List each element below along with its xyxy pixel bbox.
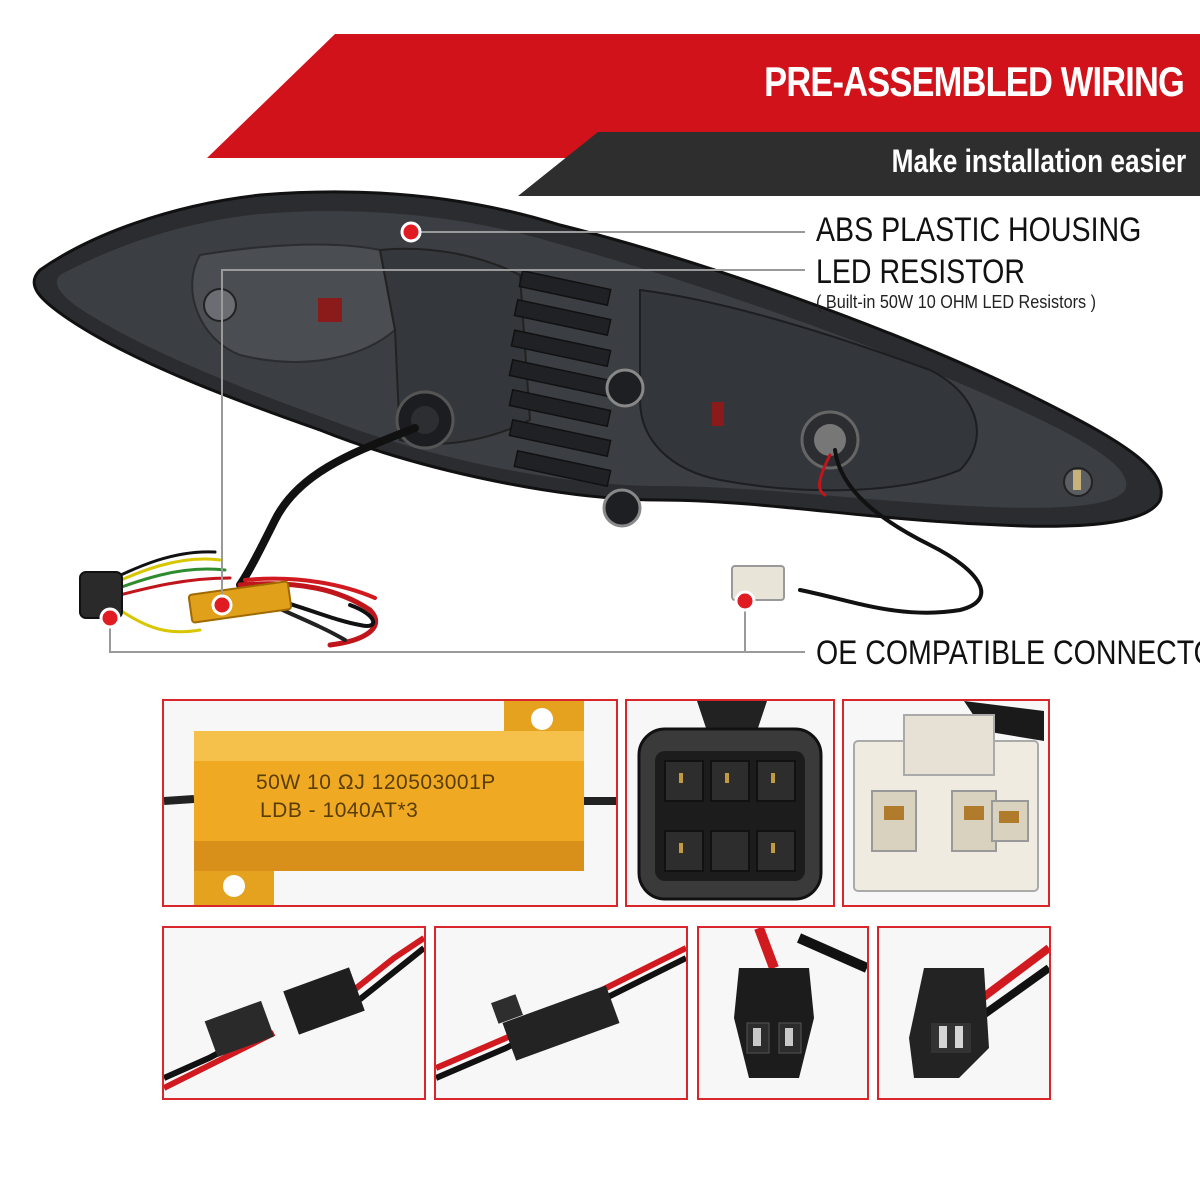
panel-led-resistor: 50W 10 ΩJ 120503001P LDB - 1040AT*3 bbox=[162, 699, 618, 907]
harness-resistor bbox=[187, 580, 293, 624]
callout-lines bbox=[109, 231, 805, 653]
panel-plug-pair-joined bbox=[434, 926, 688, 1100]
callout-resistor-note: ( Built-in 50W 10 OHM LED Resistors ) bbox=[816, 292, 1096, 312]
mounting-bolts bbox=[602, 368, 645, 528]
resistor-label-line2: LDB - 1040AT*3 bbox=[260, 799, 418, 822]
panel-plug-pair-separated bbox=[162, 926, 426, 1100]
panel-plug-male bbox=[877, 926, 1051, 1100]
red-banner bbox=[207, 34, 1200, 158]
page-title: PRE-ASSEMBLED WIRING bbox=[764, 58, 1185, 105]
callout-dots bbox=[99, 221, 756, 629]
connector-dot-right bbox=[734, 590, 756, 612]
panel-oe-connector-black bbox=[625, 699, 835, 907]
tail-light-illustration bbox=[32, 190, 1163, 653]
callout-connectors: OE COMPATIBLE CONNECTORS bbox=[816, 634, 1200, 672]
resistor-label-line1: 50W 10 ΩJ 120503001P bbox=[256, 771, 496, 794]
heat-fins bbox=[508, 269, 612, 488]
resistor-dot bbox=[211, 594, 233, 616]
dark-banner bbox=[518, 132, 1200, 196]
housing-dot bbox=[400, 221, 422, 243]
callout-housing: ABS PLASTIC HOUSING bbox=[816, 211, 1142, 249]
page-subtitle: Make installation easier bbox=[891, 143, 1186, 179]
callout-resistor: LED RESISTOR bbox=[816, 253, 1025, 291]
panel-plug-female bbox=[697, 926, 869, 1100]
connector-dot-left bbox=[99, 607, 121, 629]
resistor-body bbox=[194, 731, 584, 871]
panel-oe-connector-white bbox=[842, 699, 1050, 907]
header-banner bbox=[207, 34, 1200, 196]
